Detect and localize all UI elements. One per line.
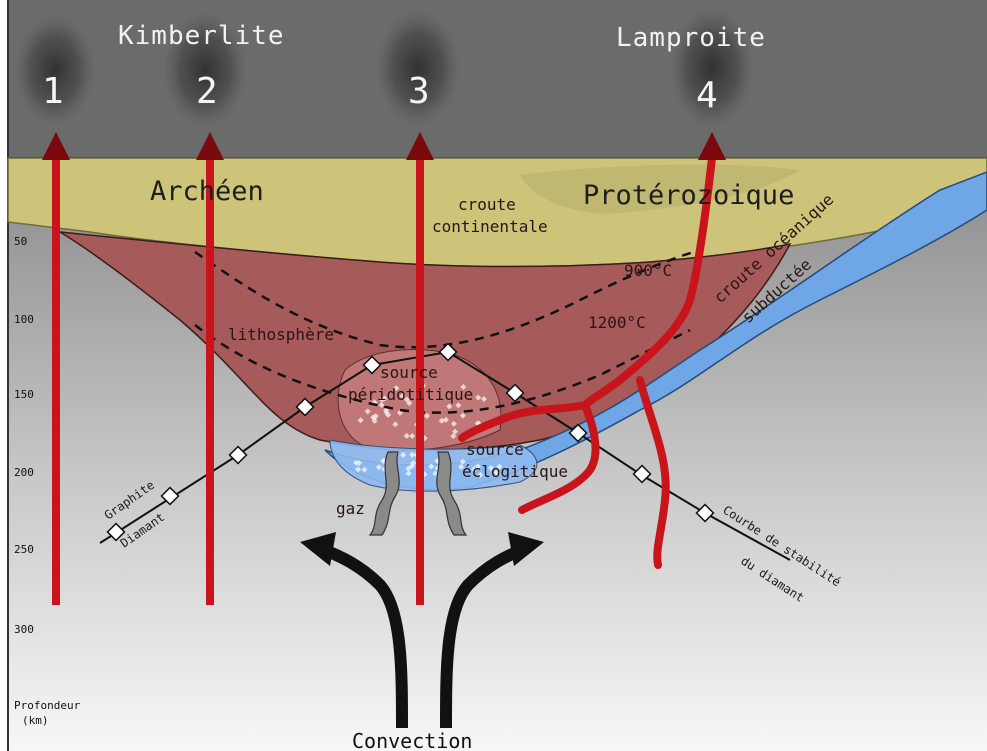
- pipe-label-1: 1: [42, 71, 64, 112]
- depth-tick-label: 100: [14, 313, 34, 326]
- pipe-label-4: 4: [696, 75, 718, 116]
- pipe-label-2: 2: [196, 71, 218, 112]
- crust-label-line2: continentale: [432, 217, 548, 236]
- depth-axis-title-line1: Profondeur: [14, 699, 81, 712]
- pipe-label-3: 3: [408, 71, 430, 112]
- proterozoic-label: Protérozoique: [583, 180, 794, 211]
- gas-label: gaz: [336, 499, 365, 518]
- depth-tick-label: 250: [14, 543, 34, 556]
- isotherm-1200-label: 1200°C: [588, 313, 646, 332]
- crust-label-line1: croute: [458, 195, 516, 214]
- eclogite-label-line1: source: [466, 440, 524, 459]
- peridotite-label-line1: source: [380, 363, 438, 382]
- kimberlite-title: Kimberlite: [118, 21, 285, 51]
- lamproite-title: Lamproite: [616, 23, 766, 53]
- archean-label: Archéen: [150, 176, 264, 207]
- lithosphere-label: lithosphère: [228, 325, 334, 344]
- convection-label: Convection: [352, 729, 472, 751]
- isotherm-900-label: 900°C: [624, 261, 672, 280]
- eclogite-label-line2: éclogitique: [462, 462, 568, 481]
- depth-tick-label: 300: [14, 623, 34, 636]
- depth-tick-label: 200: [14, 466, 34, 479]
- depth-tick-label: 150: [14, 388, 34, 401]
- peridotite-label-line2: péridotitique: [348, 385, 473, 404]
- depth-tick-label: 50: [14, 235, 27, 248]
- depth-axis-title-line2: (km): [22, 714, 49, 727]
